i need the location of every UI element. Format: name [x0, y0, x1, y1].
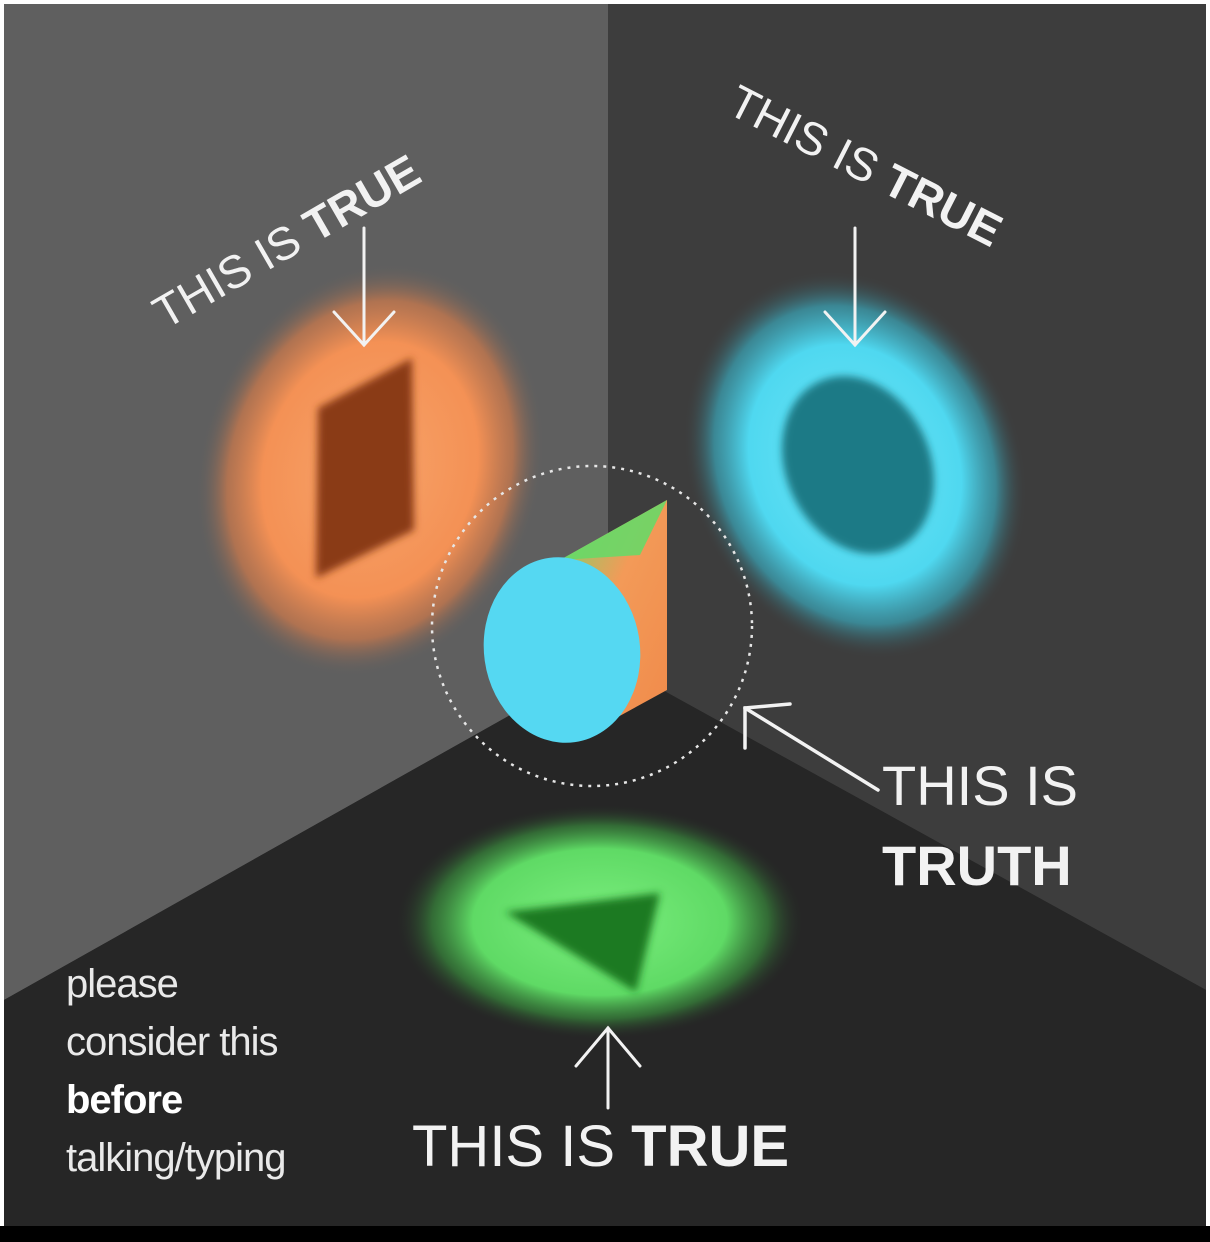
caption-text: please consider this before talking/typi…	[66, 955, 366, 1187]
caption-line-3: before	[66, 1071, 366, 1129]
object-label-line1: THIS IS	[882, 754, 1078, 817]
caption-line-2: consider this	[66, 1013, 366, 1071]
floor-label-emphasis: TRUE	[631, 1114, 789, 1179]
caption-line-4: talking/typing	[66, 1129, 366, 1187]
floor-label-prefix: THIS IS	[412, 1114, 631, 1179]
caption-line-1: please	[66, 955, 366, 1013]
object-label-line2: TRUTH	[882, 834, 1072, 897]
floor-label: THIS IS TRUE	[412, 1114, 789, 1179]
bottom-bar	[0, 1226, 1210, 1242]
